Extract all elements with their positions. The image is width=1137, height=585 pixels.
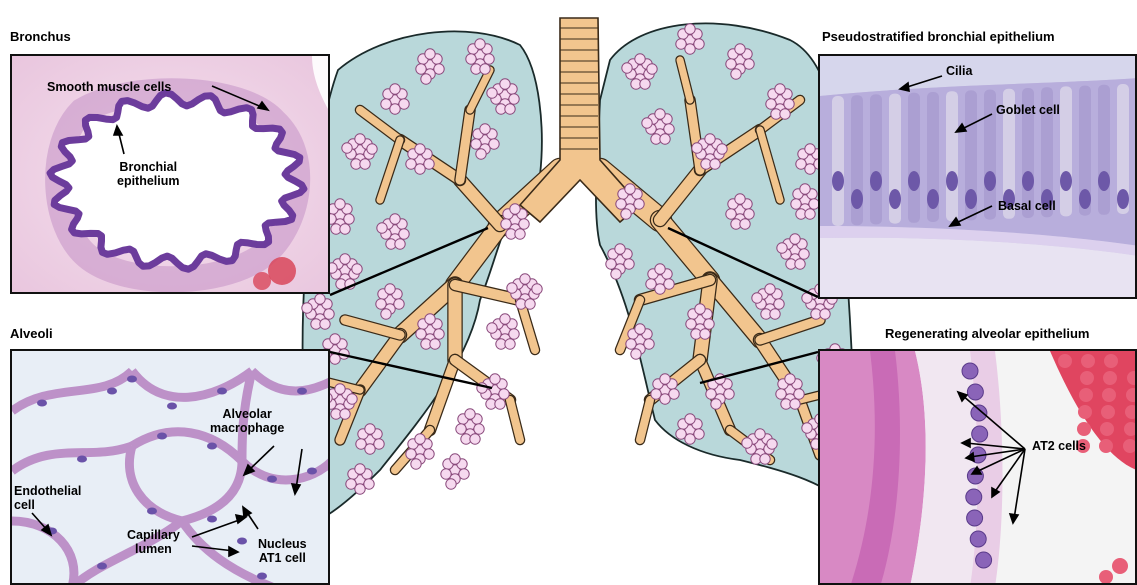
basal-cell-label: Basal cell — [998, 199, 1056, 213]
bronchus-micrograph: Smooth muscle cells Bronchial epithelium — [10, 54, 330, 294]
endothelial-cell-label: Endothelial cell — [14, 484, 81, 512]
pseudostratified-title: Pseudostratified bronchial epithelium — [822, 30, 1055, 44]
smooth-muscle-cells-label: Smooth muscle cells — [47, 80, 171, 94]
cilia-label: Cilia — [946, 64, 972, 78]
pseudostratified-micrograph: Cilia Goblet cell Basal cell — [818, 54, 1137, 299]
alveolar-macrophage-label: Alveolar macrophage — [210, 407, 284, 435]
regenerating-micrograph: AT2 cells — [818, 349, 1137, 585]
regenerating-title: Regenerating alveolar epithelium — [885, 327, 1089, 341]
nucleus-at1-label: Nucleus AT1 cell — [258, 537, 307, 565]
alveoli-title: Alveoli — [10, 327, 53, 341]
bronchial-epithelium-label: Bronchial epithelium — [117, 160, 180, 188]
alveoli-micrograph: Alveolar macrophage Endothelial cell Cap… — [10, 349, 330, 585]
goblet-cell-label: Goblet cell — [996, 103, 1060, 117]
at2-cells-label: AT2 cells — [1032, 439, 1086, 453]
bronchus-title: Bronchus — [10, 30, 71, 44]
capillary-lumen-label: Capillary lumen — [127, 528, 180, 556]
